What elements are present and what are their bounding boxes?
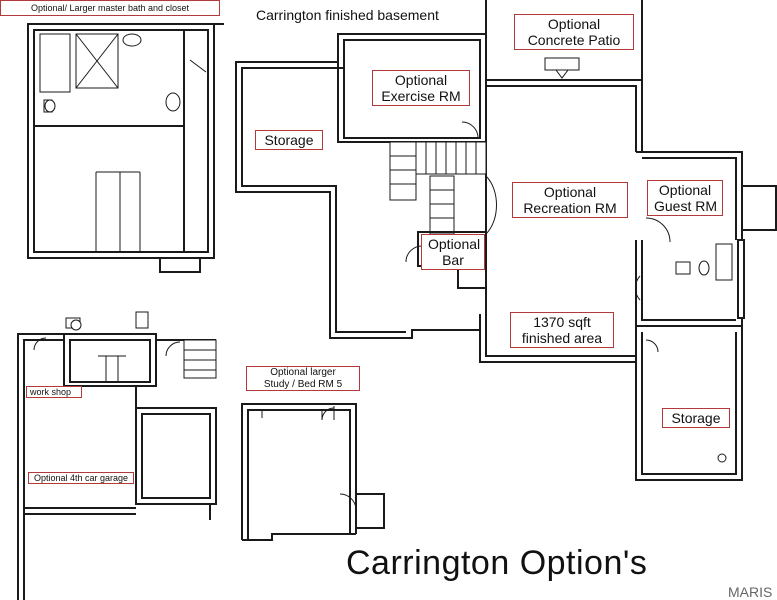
exercise-room-line-2: Exercise RM — [381, 88, 461, 105]
basement-plan — [235, 0, 777, 481]
bar-line-1: Optional — [428, 236, 481, 252]
study-line-1: Optional larger — [270, 367, 336, 378]
concrete-patio-label: Optional Concrete Patio — [514, 14, 634, 51]
bar-line-2: Bar — [442, 252, 464, 269]
document-title: Carrington Option's — [346, 544, 648, 582]
master-bath-plan — [27, 23, 224, 273]
guest-room-label: Optional Guest RM — [647, 180, 723, 217]
master-bath-label: Optional/ Larger master bath and closet — [0, 0, 220, 16]
study-line-2: Study / Bed RM 5 — [263, 378, 343, 390]
finished-area-label: 1370 sqft finished area — [510, 312, 614, 349]
finished-area-line-2: finished area — [521, 330, 603, 347]
study-plan — [241, 403, 385, 541]
plan-heading: Carrington finished basement — [256, 7, 439, 23]
concrete-patio-line-1: Optional — [547, 16, 601, 32]
recreation-room-label: Optional Recreation RM — [512, 182, 628, 219]
watermark-text: MARIS — [728, 584, 773, 600]
recreation-room-line-1: Optional — [543, 184, 597, 200]
guest-room-line-1: Optional — [658, 182, 712, 198]
finished-area-line-1: 1370 sqft — [533, 314, 591, 330]
recreation-room-line-2: Recreation RM — [523, 200, 617, 217]
guest-room-line-2: Guest RM — [654, 198, 718, 215]
workshop-label: work shop — [26, 386, 82, 399]
garage-plan — [17, 311, 217, 600]
exercise-room-label: Optional Exercise RM — [372, 70, 470, 107]
storage-left-label: Storage — [255, 130, 323, 151]
exercise-room-line-1: Optional — [394, 72, 448, 88]
bar-label: Optional Bar — [421, 234, 485, 271]
concrete-patio-line-2: Concrete Patio — [527, 32, 621, 49]
storage-right-label: Storage — [662, 408, 730, 429]
garage-label: Optional 4th car garage — [28, 472, 134, 485]
study-label: Optional larger Study / Bed RM 5 — [246, 366, 360, 391]
